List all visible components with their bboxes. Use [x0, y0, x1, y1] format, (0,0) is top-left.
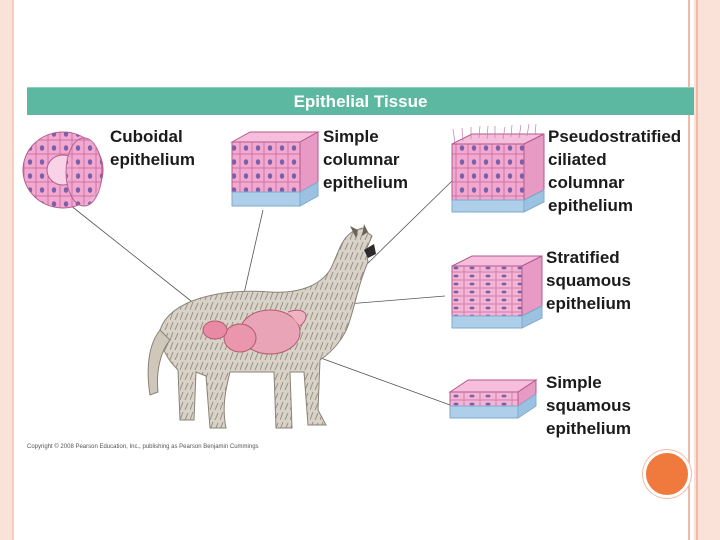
stratified-squamous-tissue-illustration: [451, 255, 543, 329]
right-decor-line-2: [696, 0, 698, 540]
cuboidal-epithelium-label: Cuboidal epithelium: [110, 127, 196, 169]
simple-columnar-tissue-illustration: [230, 131, 320, 207]
right-decor-rail: [694, 0, 720, 540]
diagram-title: Epithelial Tissue: [293, 91, 428, 111]
wolf-illustration: [147, 224, 376, 429]
pseudostratified-tissue-illustration: [451, 123, 545, 213]
pseudostratified-ciliated-columnar-epithelium-label: Pseudostratified ciliated columnar epith…: [548, 127, 682, 215]
stratified-squamous-epithelium-label: Stratified squamous epithelium: [546, 248, 632, 313]
simple-columnar-epithelium-label: Simple columnar epithelium: [323, 127, 409, 192]
diagram-title-banner: Epithelial Tissue: [27, 87, 694, 115]
right-decor-line-1: [688, 0, 690, 540]
simple-squamous-epithelium-label: Simple squamous epithelium: [546, 373, 632, 438]
left-decor-line: [12, 0, 14, 540]
simple-squamous-tissue-illustration: [448, 379, 538, 419]
accent-circle-icon: [643, 450, 691, 498]
copyright-notice: Copyright © 2008 Pearson Education, Inc.…: [27, 444, 259, 450]
cuboidal-tissue-illustration: [22, 131, 104, 209]
left-decor-rail: [0, 0, 12, 540]
